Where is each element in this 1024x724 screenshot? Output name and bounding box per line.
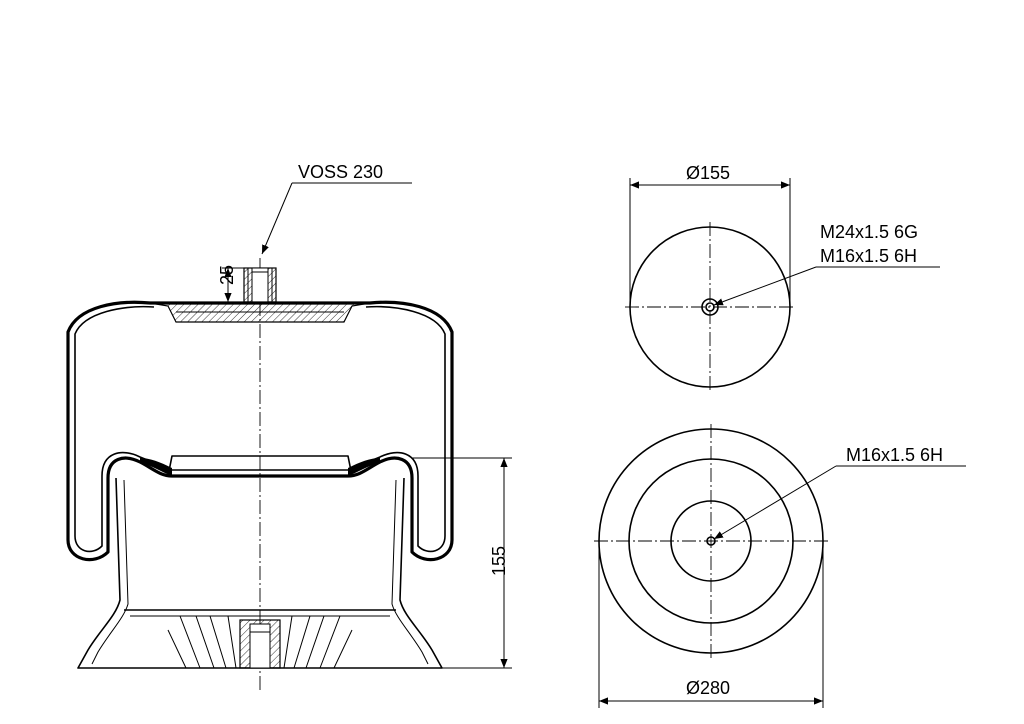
top-view: Ø155 M24x1.5 6G M16x1.5 6H	[625, 163, 940, 392]
bottom-diameter-dimension	[598, 548, 824, 708]
inner-bead-plate	[167, 455, 353, 477]
bellow-inner-contour	[74, 305, 446, 553]
connection-leader	[261, 182, 412, 255]
top-thread-inner	[705, 302, 715, 312]
piston	[77, 477, 443, 669]
top-connector	[243, 267, 277, 303]
bottom-thread-leader	[713, 465, 966, 540]
bottom-view: M16x1.5 6H Ø280	[594, 424, 966, 708]
top-plate	[149, 302, 371, 323]
dimension-155	[412, 457, 512, 669]
top-thread-label-1: M24x1.5 6G	[820, 222, 918, 242]
side-section-view: VOSS 230 25 155	[66, 162, 512, 690]
top-thread-outer	[701, 298, 719, 316]
bottom-thread-label: M16x1.5 6H	[846, 445, 943, 465]
height-top-label: 25	[217, 265, 237, 285]
connection-label: VOSS 230	[298, 162, 383, 182]
top-thread-leader	[713, 266, 940, 306]
top-thread-label-2: M16x1.5 6H	[820, 246, 917, 266]
bellow-bead-left	[140, 458, 172, 476]
dimension-25	[222, 267, 244, 303]
top-diameter-label: Ø155	[686, 163, 730, 183]
top-diameter-dimension	[629, 178, 791, 300]
bellow-bead-right	[348, 458, 380, 476]
bottom-diameter-label: Ø280	[686, 678, 730, 698]
height-main-label: 155	[489, 546, 509, 576]
